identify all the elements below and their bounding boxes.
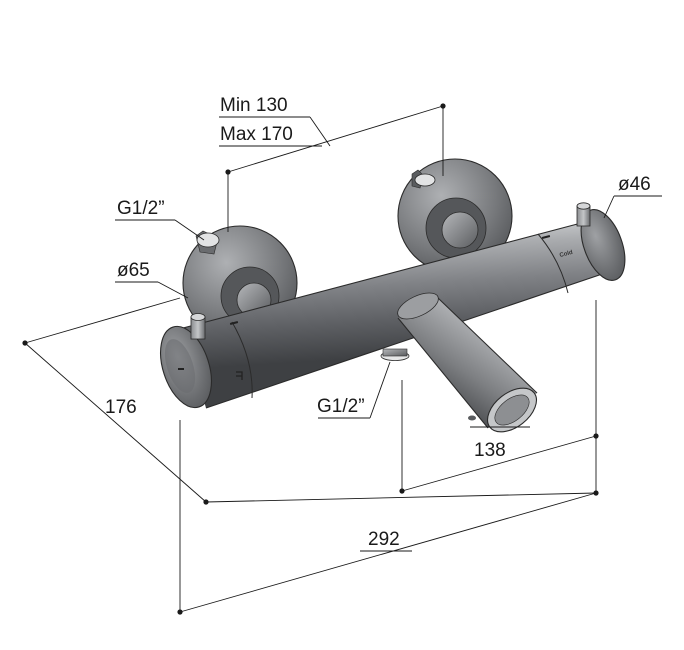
inlet-thread-label: G1/2” [117,198,165,219]
body-diameter-label: ø46 [618,174,651,195]
spout [397,292,538,433]
depth-label: 176 [105,397,137,418]
spout-offset-label: 138 [474,440,506,461]
min-distance-label: Min 130 [220,95,288,116]
overall-length-label: 292 [368,529,400,550]
dimension-labels: Min 130 Max 170 G1/2” ø65 ø46 176 G1/2” … [105,95,651,550]
cold-label: Cold [559,250,574,259]
bottom-outlet-nut [380,348,410,361]
dimension-lines [22,103,662,615]
flange-diameter-label: ø65 [117,260,150,281]
right-safety-button [576,202,591,227]
right-wall-flange [397,158,513,274]
thermostatic-mixer-illustration: Cold [160,158,626,433]
temperature-mark [236,371,243,380]
left-safety-button [190,313,206,340]
outlet-thread-label: G1/2” [317,396,365,417]
max-distance-label: Max 170 [220,124,293,145]
